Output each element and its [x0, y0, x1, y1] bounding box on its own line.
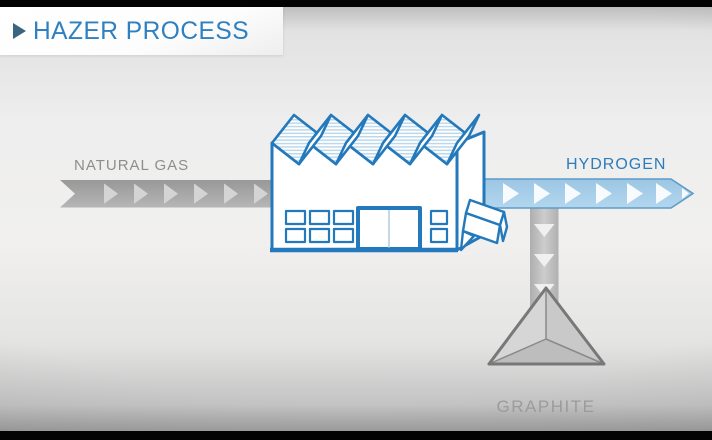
- natural-gas-pipe: [60, 180, 284, 208]
- right-arrow-icons: [503, 183, 689, 204]
- factory-icon: [270, 113, 509, 253]
- graphite-pyramid-icon: [487, 286, 606, 366]
- graphite-label: GRAPHITE: [496, 397, 596, 416]
- page-title: HAZER PROCESS: [33, 16, 250, 45]
- factory-roof-faces: [297, 113, 481, 166]
- letterbox-bottom: [0, 431, 712, 440]
- natural-gas-label: NATURAL GAS: [74, 157, 190, 174]
- factory-roof: [270, 113, 471, 166]
- factory-windows-right: [429, 209, 449, 244]
- factory-windows: [284, 209, 355, 244]
- hydrogen-pipe: [481, 178, 695, 209]
- play-icon: [13, 23, 26, 39]
- right-arrow-icons: [104, 183, 268, 204]
- output-chute-icon: [459, 198, 509, 252]
- letterbox-top: [0, 0, 712, 7]
- hydrogen-label: HYDROGEN: [566, 156, 667, 173]
- factory-door: [356, 206, 422, 251]
- title-banner: HAZER PROCESS: [0, 7, 283, 55]
